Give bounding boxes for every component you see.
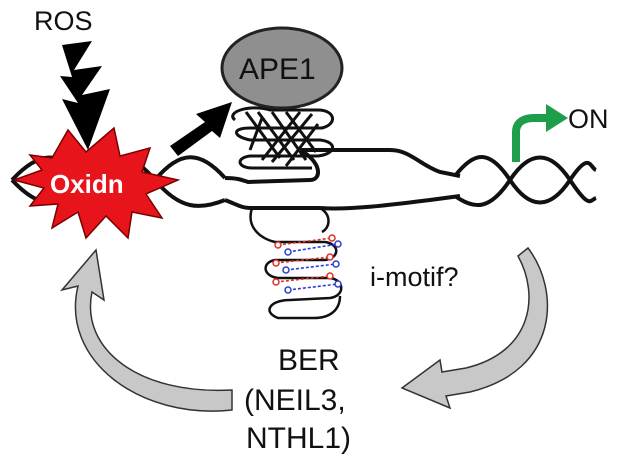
ber-label: BER xyxy=(278,344,340,377)
binding-arrow xyxy=(170,102,232,156)
ros-label: ROS xyxy=(34,6,93,36)
cycle-arrow-right xyxy=(400,246,549,410)
i-motif xyxy=(249,206,343,320)
imotif-label: i-motif? xyxy=(370,262,459,292)
ber-enzyme-label-1: (NEIL3, xyxy=(244,384,346,417)
oxidation-star xyxy=(11,126,181,240)
ape1-protein xyxy=(220,26,344,110)
cycle-arrow-left xyxy=(59,248,233,412)
transcription-on-arrow xyxy=(512,114,548,162)
on-label: ON xyxy=(568,104,609,134)
ape1-label: APE1 xyxy=(239,53,316,86)
ber-enzyme-label-2: NTHL1) xyxy=(246,422,351,455)
dna-helix-right xyxy=(453,155,598,207)
transcription-on-arrow-head xyxy=(546,104,568,132)
g-quadruplex xyxy=(231,106,334,170)
lightning-bolt-icon xyxy=(60,41,110,150)
dna-strands-separated xyxy=(224,148,461,211)
oxidn-label: Oxidn xyxy=(50,169,124,199)
